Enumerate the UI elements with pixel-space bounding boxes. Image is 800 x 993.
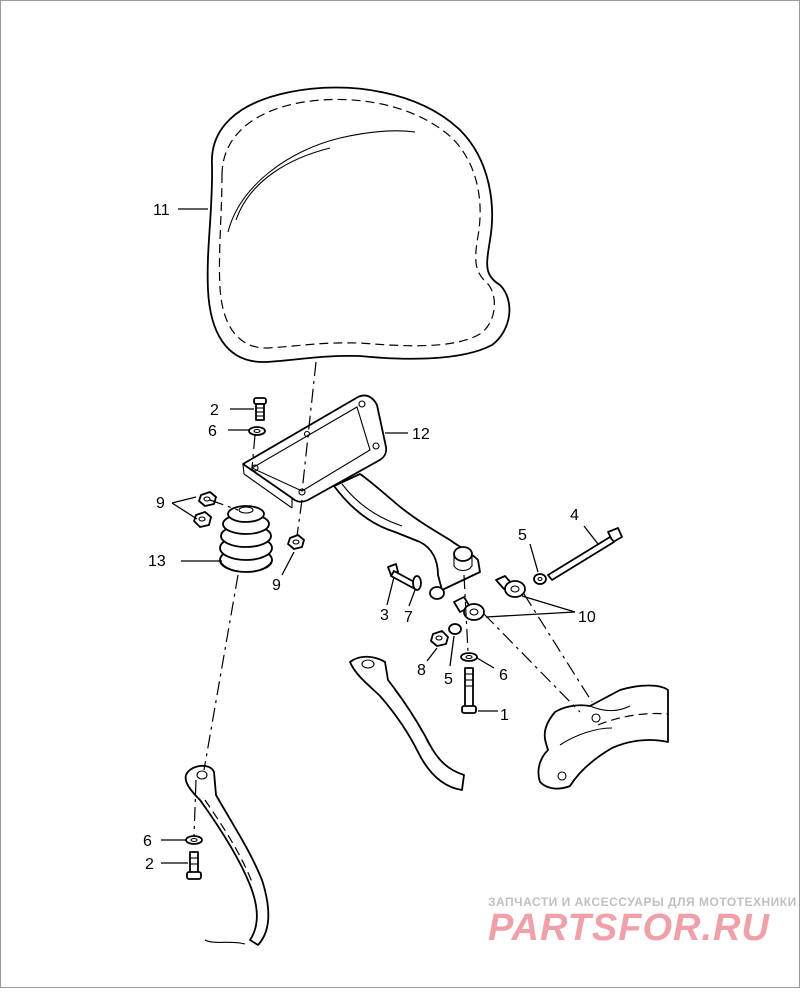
watermark-brand: PARTSFOR.RU xyxy=(488,907,770,949)
assembly-lines xyxy=(193,361,593,837)
bolt-part-1 xyxy=(461,667,477,714)
callout-2-top: 2 xyxy=(210,402,219,419)
washer-part-7 xyxy=(412,575,422,591)
nut-part-8 xyxy=(430,630,449,647)
nut-part-9-left xyxy=(193,491,217,528)
bolt-part-2-bottom xyxy=(186,851,202,880)
callout-9-left: 9 xyxy=(156,495,165,512)
callout-6-bottom: 6 xyxy=(143,833,152,850)
callout-labels: 11 2 6 12 9 13 9 3 7 4 5 10 8 5 6 1 6 2 xyxy=(143,202,596,873)
callout-9-right: 9 xyxy=(272,577,281,594)
seat-part-11 xyxy=(206,86,511,363)
callout-5-lower: 5 xyxy=(444,671,453,688)
callout-6-mid: 6 xyxy=(499,667,508,684)
watermark-tagline: ЗАПЧАСТИ И АКСЕССУАРЫ ДЛЯ МОТОТЕХНИКИ xyxy=(488,895,797,909)
watermark: ЗАПЧАСТИ И АКСЕССУАРЫ ДЛЯ МОТОТЕХНИКИ PA… xyxy=(488,895,797,949)
washer-part-6-mid xyxy=(460,652,478,662)
callout-11: 11 xyxy=(153,202,170,219)
bolt-part-2-top xyxy=(253,397,267,421)
callout-1: 1 xyxy=(500,707,509,724)
callout-6-top: 6 xyxy=(208,423,217,440)
callout-4: 4 xyxy=(570,507,579,524)
washer-part-5-upper xyxy=(533,573,547,585)
bolt-part-4 xyxy=(547,527,623,581)
frame-tube-bottom-left xyxy=(184,765,270,946)
bracket-part-12 xyxy=(242,394,481,600)
callout-3: 3 xyxy=(380,607,389,624)
callout-2-bottom: 2 xyxy=(145,856,154,873)
callout-12: 12 xyxy=(412,426,430,443)
callout-8: 8 xyxy=(417,662,426,679)
washer-part-6-top xyxy=(248,426,266,436)
callout-13: 13 xyxy=(148,553,166,570)
bolt-part-3 xyxy=(387,563,419,590)
callout-10: 10 xyxy=(578,609,596,626)
frame-mount-right xyxy=(537,684,669,790)
washer-part-5-lower xyxy=(448,623,462,635)
callout-5-upper: 5 xyxy=(518,527,527,544)
frame-bracket-center xyxy=(349,655,465,791)
callout-7: 7 xyxy=(404,609,413,626)
nut-part-9-right xyxy=(287,534,305,550)
leader-lines xyxy=(161,208,599,864)
